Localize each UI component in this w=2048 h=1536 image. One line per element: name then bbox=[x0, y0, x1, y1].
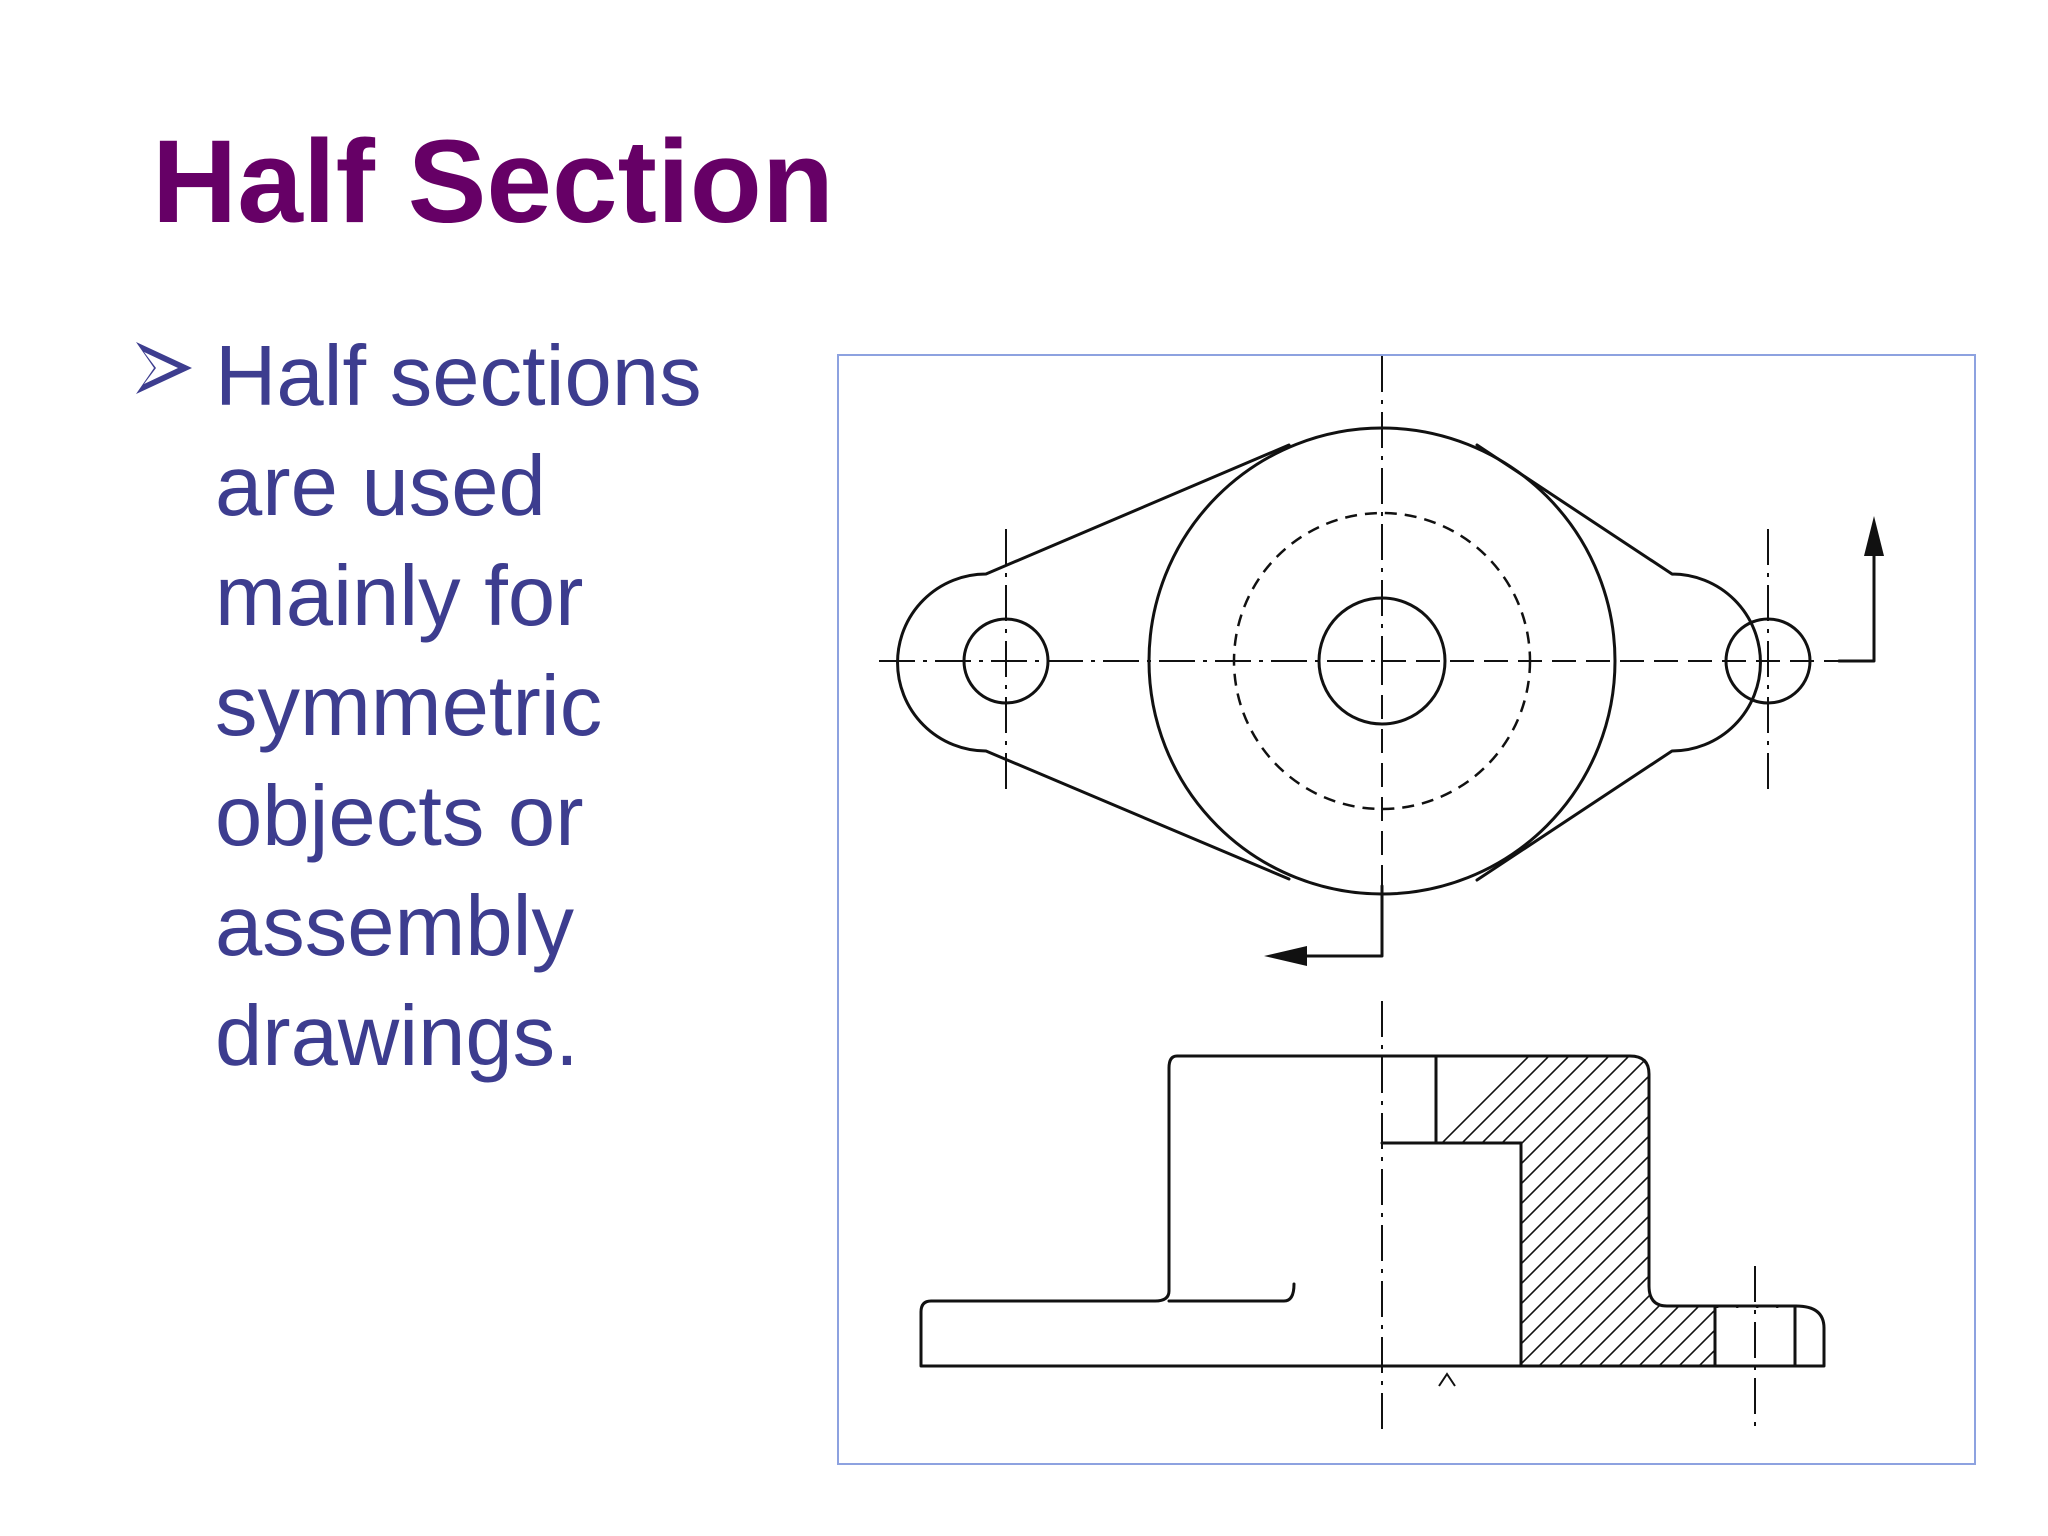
cutting-plane-leg-right bbox=[1837, 526, 1876, 663]
front-view bbox=[919, 1001, 1826, 1431]
slide-title: Half Section bbox=[152, 116, 834, 248]
bullet-text: Half sections are used mainly for symmet… bbox=[215, 322, 775, 1092]
bullet-line: Half sections bbox=[215, 329, 702, 424]
arrowhead-bullet-icon bbox=[136, 342, 192, 394]
bullet-line: objects or bbox=[215, 769, 584, 864]
flange-outline bbox=[896, 443, 1762, 882]
figure-frame bbox=[837, 354, 1976, 1465]
front-view-outline bbox=[919, 1054, 1523, 1368]
half-section-drawing bbox=[879, 356, 1884, 1431]
cutting-plane-leg-bottom bbox=[1277, 884, 1384, 958]
caret-mark bbox=[1438, 1372, 1456, 1387]
section-outline bbox=[1380, 1054, 1826, 1368]
bullet-line: drawings. bbox=[215, 989, 579, 1084]
arrow-up-icon bbox=[1864, 516, 1884, 556]
bullet-line: are used bbox=[215, 439, 546, 534]
bullet-line: symmetric bbox=[215, 659, 603, 754]
bullet-line: mainly for bbox=[215, 549, 584, 644]
arrow-left-icon bbox=[1264, 946, 1307, 966]
fillet-mark bbox=[1167, 1282, 1296, 1303]
top-view bbox=[879, 356, 1884, 966]
bullet-line: assembly bbox=[215, 879, 575, 974]
